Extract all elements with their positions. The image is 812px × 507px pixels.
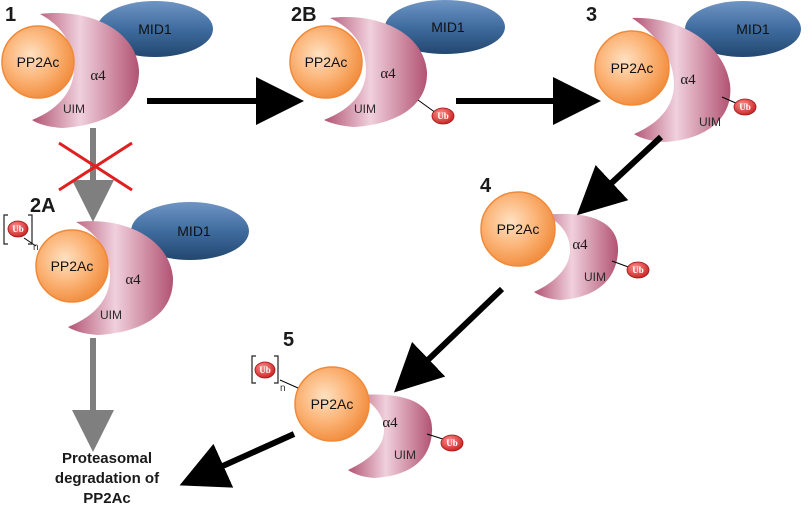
uim-label: UIM	[394, 448, 416, 462]
step-4-complex	[480, 191, 650, 300]
step-2a-complex	[3, 202, 249, 335]
ub-linker	[417, 99, 437, 114]
ub-label: Ub	[446, 438, 458, 448]
pp2ac-protein	[294, 366, 370, 442]
step-5-complex	[251, 355, 464, 478]
pp2ac-protein	[480, 191, 556, 267]
alpha4-protein	[324, 17, 428, 127]
outcome-line-2: degradation of	[55, 470, 160, 487]
ubiquitin-icon	[733, 98, 757, 116]
outcome-line-3: PP2Ac	[83, 490, 131, 507]
ub-label: Ub	[12, 224, 24, 234]
pp2ac-label: PP2Ac	[311, 396, 354, 412]
ubiquitin-icon	[254, 361, 276, 379]
alpha4-label: α4	[680, 72, 696, 88]
pp2ac-label: PP2Ac	[497, 221, 540, 237]
bracket-icon	[3, 214, 33, 245]
pp2ac-label: PP2Ac	[611, 60, 654, 76]
alpha4-protein	[68, 221, 174, 335]
alpha4-protein	[632, 17, 731, 142]
step-3-complex	[594, 1, 801, 142]
ub-linker	[23, 237, 37, 247]
mid1-protein	[685, 1, 801, 57]
ub-linker	[279, 379, 299, 389]
step-label-2a: 2A	[30, 195, 56, 217]
uim-label: UIM	[584, 270, 606, 284]
pp2ac-protein	[594, 30, 670, 106]
mid1-label: MID1	[431, 19, 465, 35]
ub-label: Ub	[437, 111, 449, 121]
bracket-icon	[251, 355, 279, 384]
step-label-4: 4	[480, 175, 492, 197]
step-label-2b: 2B	[291, 4, 317, 26]
ubiquitin-icon	[440, 434, 464, 452]
arrow-3-to-4	[576, 134, 664, 216]
step-2b-complex	[289, 0, 505, 127]
alpha4-label: α4	[125, 272, 141, 288]
pp2ac-label: PP2Ac	[305, 54, 348, 70]
pp2ac-label: PP2Ac	[17, 54, 60, 70]
mid1-label: MID1	[138, 21, 172, 37]
ub-count-subscript: n	[33, 242, 39, 253]
uim-label: UIM	[63, 102, 85, 116]
mid1-protein	[131, 202, 249, 260]
step-label-5: 5	[283, 329, 294, 351]
alpha4-label: α4	[572, 237, 588, 253]
arrow-4-to-5	[394, 286, 505, 393]
uim-label: UIM	[100, 308, 122, 322]
pp2ac-protein	[35, 229, 109, 303]
outcome-line-1: Proteasomal	[62, 450, 152, 467]
alpha4-protein	[348, 394, 433, 478]
ubiquitin-icon	[7, 220, 29, 238]
alpha4-label: α4	[380, 66, 396, 82]
mid1-label: MID1	[177, 223, 211, 239]
step-label-3: 3	[586, 4, 597, 26]
mid1-label: MID1	[736, 21, 770, 37]
ub-label: Ub	[259, 365, 271, 375]
step-label-1: 1	[5, 4, 16, 26]
ubiquitin-icon	[626, 261, 650, 279]
alpha4-label: α4	[90, 68, 106, 84]
alpha4-label: α4	[382, 415, 398, 431]
alpha4-protein	[534, 213, 619, 300]
pp2ac-protein	[1, 25, 75, 99]
uim-label: UIM	[699, 115, 721, 129]
ubiquitin-icon	[431, 107, 455, 125]
ub-count-subscript: n	[280, 383, 286, 394]
pp2ac-label: PP2Ac	[51, 258, 94, 274]
uim-label: UIM	[354, 102, 376, 116]
mid1-protein	[385, 0, 505, 54]
alpha4-protein	[32, 13, 140, 128]
blocked-cross-icon	[58, 141, 133, 192]
pp2ac-protein	[289, 25, 363, 99]
ub-label: Ub	[739, 102, 751, 112]
ub-label: Ub	[632, 265, 644, 275]
step-1-complex	[1, 1, 213, 128]
arrow-5-to-degradation	[179, 431, 296, 488]
